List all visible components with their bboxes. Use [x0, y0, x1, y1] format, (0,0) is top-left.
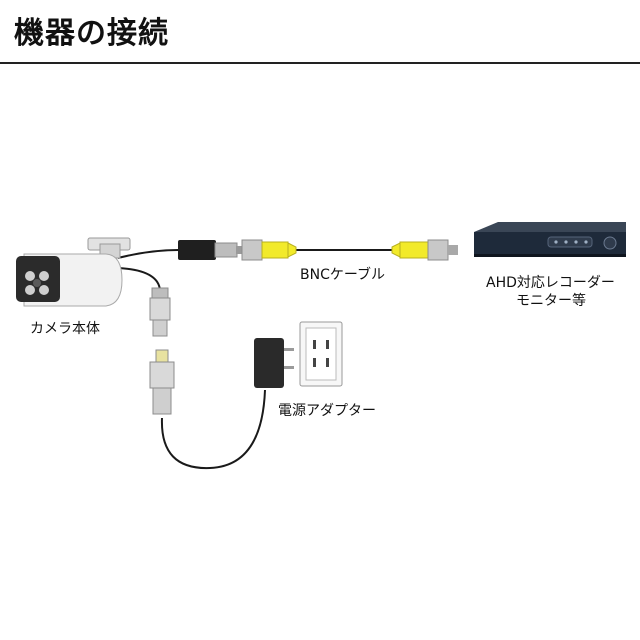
power-adapter [254, 338, 294, 388]
bullet-camera [16, 237, 131, 307]
bnc-plug-left [241, 239, 297, 261]
power-adapter-label: 電源アダプター [278, 403, 376, 419]
camera-video-cable [117, 249, 179, 259]
cables [117, 249, 392, 470]
camera-label: カメラ本体 [30, 321, 100, 337]
camera-power-cable [117, 267, 161, 291]
camera-dc-connector [149, 287, 171, 337]
recorder [474, 222, 626, 257]
recorder-label-line2: モニター等 [516, 293, 586, 309]
adapter-dc-plug [149, 349, 175, 415]
title-divider [0, 62, 640, 64]
bnc-cable-label: BNCケーブル [300, 267, 386, 283]
adapter-cable [160, 389, 266, 470]
page-title: 機器の接続 [14, 16, 169, 51]
recorder-label-line1: AHD対応レコーダー [486, 275, 615, 291]
camera-bnc-connector [178, 240, 242, 260]
wall-outlet [299, 321, 343, 387]
bnc-plug-right [391, 239, 458, 261]
